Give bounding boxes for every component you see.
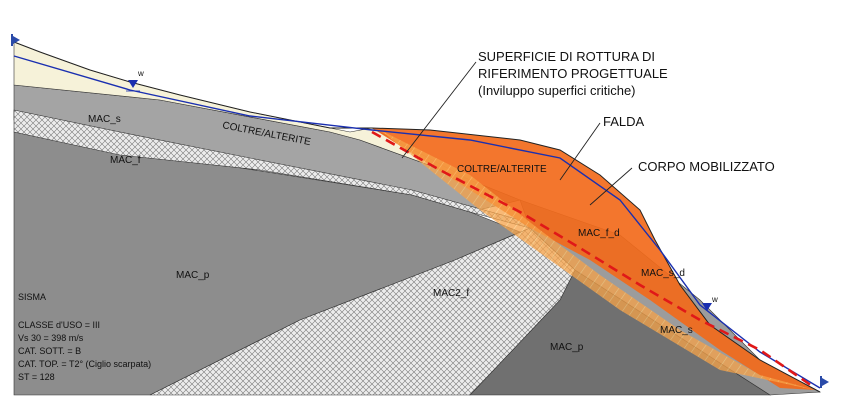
section-marker-left [11,34,20,46]
label-coltre-right: COLTRE/ALTERITE [457,164,547,175]
seismic-line2: Vs 30 = 398 m/s [18,333,84,343]
groundwater-line [13,55,821,389]
label-mac-p-right: MAC_p [550,342,584,353]
corpo-leader [589,167,633,206]
seismic-line5: ST = 128 [18,372,55,382]
water-marker-right-icon: w [702,295,718,311]
label-mac-f-left: MAC_f [110,155,141,166]
design-failure-surface [371,130,816,390]
label-mac-s-left: MAC_s [88,114,121,125]
callout-falda: FALDA [603,114,645,129]
seismic-line4: CAT. TOP. = T2° (Ciglio scarpata) [18,359,151,369]
section-marker-right [820,376,829,388]
water-marker-label: w [137,69,144,78]
seismic-line3: CAT. SOTT. = B [18,346,81,356]
seismic-title: SISMA [18,292,46,302]
callout-surface-line3: (Inviluppo superfici critiche) [478,83,636,98]
ground-surface-line [13,41,821,393]
callout-corpo: CORPO MOBILIZZATO [638,159,775,174]
label-mac-f-d: MAC_f_d [578,228,620,239]
seismic-line1: CLASSE d'USO = III [18,320,100,330]
label-mac-s-right: MAC_s [660,325,693,336]
callout-surface-line1: SUPERFICIE DI ROTTURA DI [478,49,655,64]
label-mac-p-left: MAC_p [176,270,210,281]
water-marker-right-label: w [711,295,718,304]
falda-leader [559,122,601,181]
label-mac2-f: MAC2_f [433,288,469,299]
label-mac-s-d: MAC_s_d [641,268,685,279]
water-marker-icon: w [126,69,144,92]
surface-leader [401,61,477,159]
callout-surface-line2: RIFERIMENTO PROGETTUALE [478,66,668,81]
